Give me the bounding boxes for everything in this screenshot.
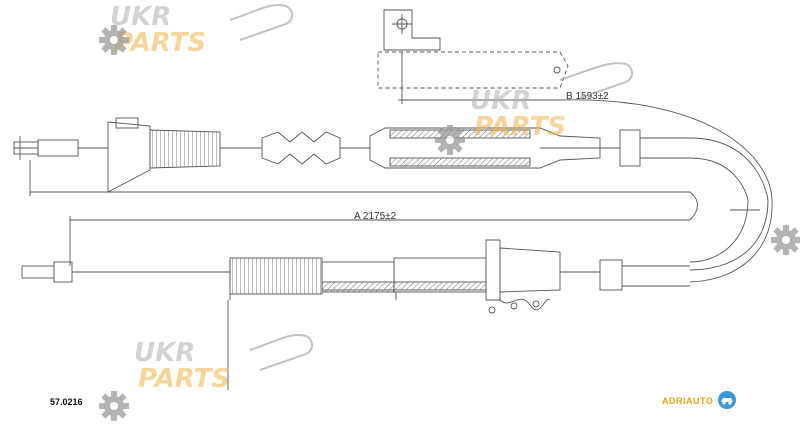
- car-badge-icon: [718, 391, 736, 409]
- dimension-a: [29, 160, 698, 266]
- dimension-a-label: A 2175±2: [354, 211, 397, 222]
- cable-bend: [559, 99, 773, 283]
- watermark-line2: PARTS: [474, 112, 567, 142]
- watermark-line2: PARTS: [138, 364, 231, 394]
- part-number: 57.0216: [50, 397, 83, 407]
- lower-cable: [21, 239, 690, 390]
- watermark-line2: PARTS: [114, 28, 207, 58]
- watermark-top-left: UKR PARTS: [110, 4, 206, 56]
- upper-cable: [13, 117, 690, 193]
- brand-name: ADRIAUTO: [662, 396, 714, 406]
- watermark-line1: UKR: [134, 338, 196, 368]
- watermark-line1: UKR: [110, 2, 172, 32]
- watermark-bottom-left: UKR PARTS: [134, 340, 230, 392]
- dimension-b: [398, 52, 560, 104]
- watermark-center: UKR PARTS: [470, 88, 566, 140]
- mounting-bracket: [377, 9, 569, 89]
- dimension-b-label: B 1593±2: [566, 91, 609, 102]
- watermark-line1: UKR: [470, 86, 532, 116]
